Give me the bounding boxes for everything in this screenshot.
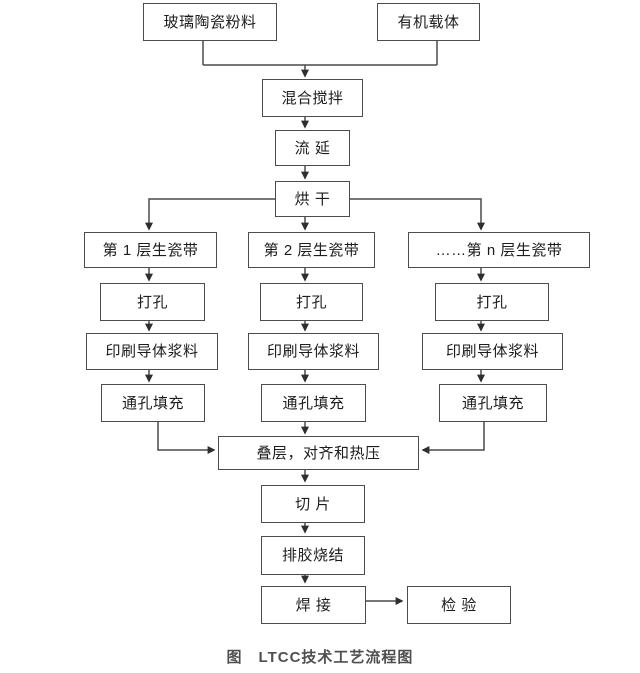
node-layer-1: 第 1 层生瓷带 <box>84 232 217 268</box>
node-tape-casting: 流 延 <box>275 130 350 166</box>
node-organic-carrier: 有机载体 <box>377 3 480 41</box>
node-debind-sinter: 排胶烧结 <box>261 536 365 575</box>
node-via-fill-1: 通孔填充 <box>101 384 205 422</box>
node-layer-2: 第 2 层生瓷带 <box>248 232 375 268</box>
figure-caption: 图 LTCC技术工艺流程图 <box>226 649 414 666</box>
node-print-conductor-2: 印刷导体浆料 <box>248 333 379 370</box>
node-drill-1: 打孔 <box>100 283 205 321</box>
node-mixing: 混合搅拌 <box>262 79 363 117</box>
node-print-conductor-1: 印刷导体浆料 <box>86 333 218 370</box>
node-via-fill-3: 通孔填充 <box>439 384 547 422</box>
node-drill-2: 打孔 <box>260 283 363 321</box>
node-slice: 切 片 <box>261 485 365 523</box>
node-drill-3: 打孔 <box>435 283 549 321</box>
node-stack-align-press: 叠层，对齐和热压 <box>218 436 419 470</box>
node-layer-n: ……第 n 层生瓷带 <box>408 232 590 268</box>
node-solder: 焊 接 <box>261 586 366 624</box>
node-inspect: 检 验 <box>407 586 511 624</box>
node-drying: 烘 干 <box>275 181 350 217</box>
node-print-conductor-3: 印刷导体浆料 <box>422 333 563 370</box>
node-glass-powder: 玻璃陶瓷粉料 <box>143 3 277 41</box>
node-via-fill-2: 通孔填充 <box>261 384 366 422</box>
